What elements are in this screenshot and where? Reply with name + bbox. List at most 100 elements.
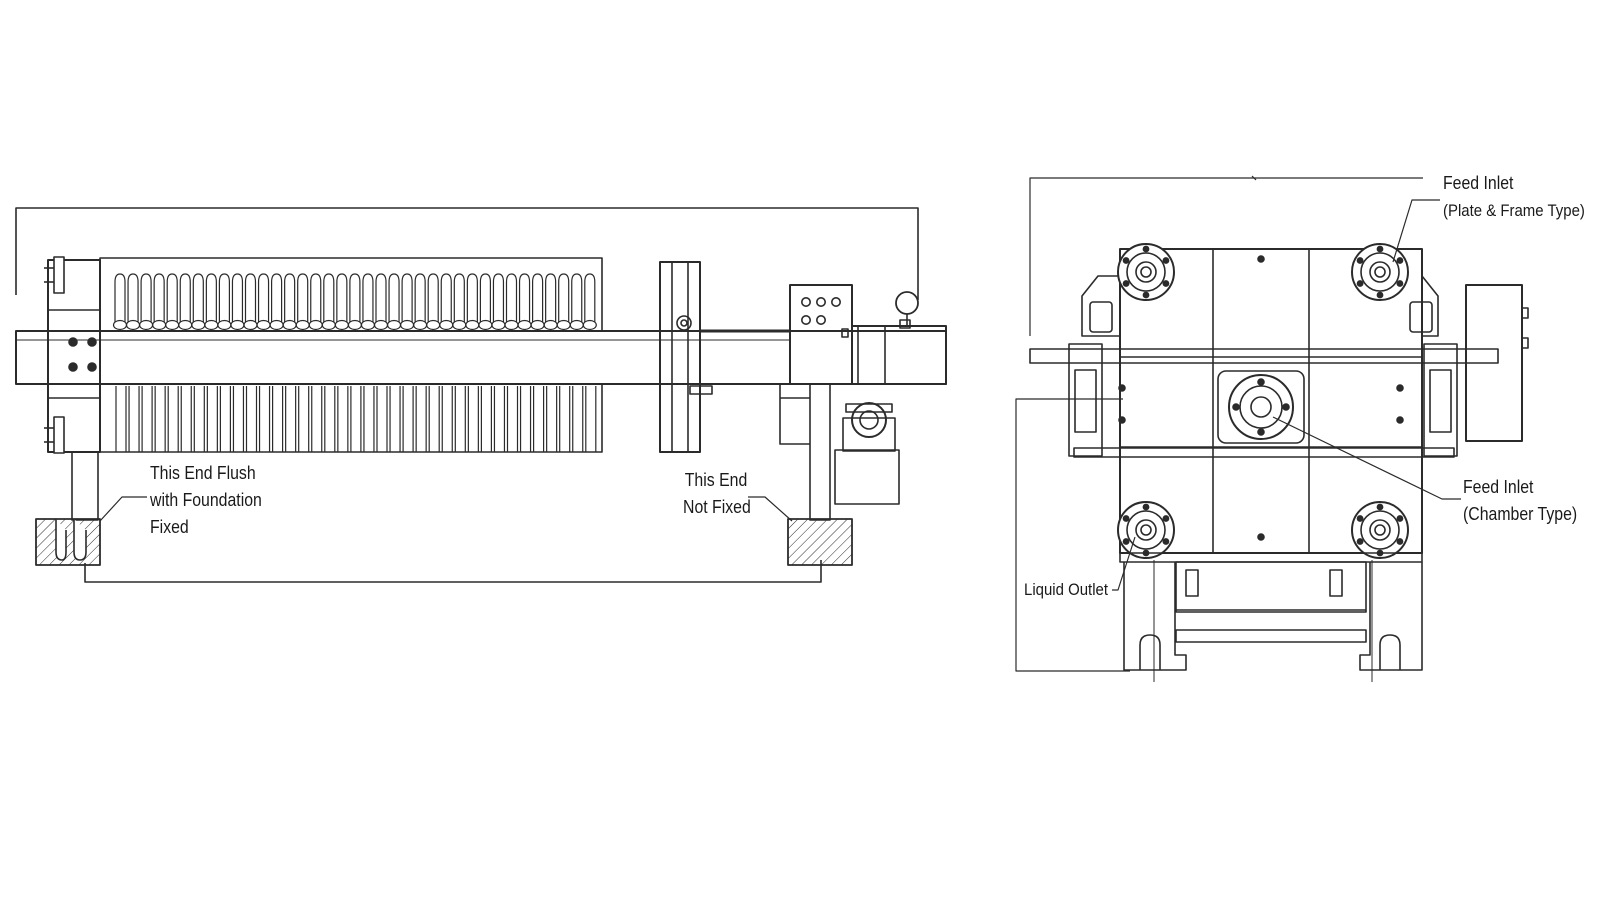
filter-plate-top <box>545 273 557 322</box>
plate-handle <box>347 319 362 331</box>
plate-handle <box>308 319 323 331</box>
filter-plate-top <box>166 273 178 322</box>
flange-hole <box>1140 524 1152 536</box>
label-free-end-line2: Not Fixed <box>683 497 751 517</box>
flange-ring <box>1126 510 1166 550</box>
plate-handle <box>334 319 349 331</box>
plate-handle <box>569 319 584 331</box>
anchor-bolt-left <box>55 519 67 561</box>
flange-bolt <box>1142 503 1150 511</box>
plate-handle <box>139 319 154 331</box>
filter-plate-top <box>127 273 139 322</box>
plate-handle <box>269 319 284 331</box>
plate-handle <box>217 319 232 331</box>
flange-bolt <box>1162 538 1170 545</box>
plate-pack-outline-top <box>99 257 603 332</box>
flange-bolt <box>1356 280 1364 287</box>
flange-bolt <box>1396 538 1404 545</box>
label-fixed-end: This End Flush with Foundation Fixed <box>150 460 262 541</box>
dimension-frame-bottom <box>84 560 822 583</box>
plate-handle <box>556 319 571 331</box>
side-view <box>15 207 947 583</box>
filter-plate-top <box>518 273 531 322</box>
moving-head <box>659 261 713 453</box>
leg-left <box>1123 562 1187 671</box>
filter-plate-top <box>218 273 230 322</box>
plate-handle <box>230 319 245 331</box>
crossbar-lower <box>1073 447 1455 458</box>
filter-plate-top <box>558 273 570 322</box>
foundation-free-end <box>787 518 853 566</box>
control-button-icon <box>815 314 826 325</box>
filter-plate-top <box>414 273 426 322</box>
flange-bolt <box>1162 257 1170 264</box>
flange-port <box>1351 243 1409 301</box>
label-feed-inlet-ch-line2: (Chamber Type) <box>1463 504 1578 524</box>
hydraulic-cylinder <box>851 319 947 385</box>
filter-plates-top <box>112 273 597 331</box>
control-button-icon <box>830 296 841 307</box>
flange-hole <box>1374 266 1386 278</box>
label-fixed-end-line1: This End Flush <box>150 463 256 483</box>
label-feed-inlet-ch-line1: Feed Inlet <box>1463 477 1534 497</box>
flange-bolt <box>1122 538 1130 545</box>
side-bar-end-section <box>1029 348 1499 364</box>
filter-plate-top <box>192 273 204 322</box>
plate-handle <box>282 319 297 331</box>
plate-handle <box>452 319 467 331</box>
side-beam <box>15 330 947 385</box>
end-view-control-box <box>1465 284 1523 442</box>
flange-bolt <box>1396 515 1404 522</box>
filter-plate-top <box>440 273 452 322</box>
flange-bolt <box>1356 538 1364 545</box>
side-roller-right <box>1423 343 1458 457</box>
plate-handle <box>504 319 519 331</box>
label-feed-inlet-pf-line2: (Plate & Frame Type) <box>1443 201 1585 220</box>
control-button-icon <box>800 296 811 307</box>
hydraulic-pump-unit <box>834 402 900 505</box>
flange-bolt <box>1122 280 1130 287</box>
leader-feed-inlet-plate-frame <box>1392 199 1440 263</box>
filter-plate-top <box>244 273 257 322</box>
leader-liquid-outlet <box>1112 536 1136 591</box>
tail-leg <box>779 383 831 521</box>
filter-plate-top <box>427 273 439 322</box>
filter-plate-top <box>492 273 505 322</box>
flange-bore <box>1369 519 1391 541</box>
flange-bore <box>1135 261 1157 283</box>
label-fixed-end-line3: Fixed <box>150 517 189 537</box>
plate-handle <box>125 319 141 331</box>
label-fixed-end-line2: with Foundation <box>150 490 262 510</box>
flange-bolt <box>1122 257 1130 264</box>
plate-handle <box>400 319 415 331</box>
label-feed-inlet-chamber: Feed Inlet (Chamber Type) <box>1463 474 1577 528</box>
filter-plate-top <box>466 273 478 322</box>
filter-plate-top <box>571 273 583 322</box>
base-frame <box>1119 552 1423 682</box>
filter-plate-top <box>271 273 283 322</box>
plate-handle <box>465 319 480 331</box>
filter-plate-top <box>257 273 270 322</box>
filter-plate-top <box>453 273 465 322</box>
filter-plate-top <box>310 273 322 322</box>
filter-plate-top <box>532 273 544 322</box>
flange-hole <box>1140 266 1152 278</box>
plate-handle <box>360 319 376 331</box>
filter-plate-top <box>362 273 374 322</box>
filter-plate-top <box>323 273 335 322</box>
filter-plate-top <box>505 273 518 322</box>
control-buttons <box>800 296 841 325</box>
filter-plate-top <box>479 273 491 322</box>
filter-plate-top <box>349 273 361 322</box>
anchor-bolt-right <box>73 519 87 561</box>
filter-plate-top <box>179 273 191 322</box>
foundation-fixed-end <box>35 518 101 566</box>
plate-handle <box>478 319 493 331</box>
center-feed-port <box>1217 370 1305 444</box>
plate-handle <box>517 319 532 331</box>
plate-handle <box>165 319 180 331</box>
flange-bolt <box>1142 245 1150 253</box>
plate-handle <box>439 319 454 331</box>
